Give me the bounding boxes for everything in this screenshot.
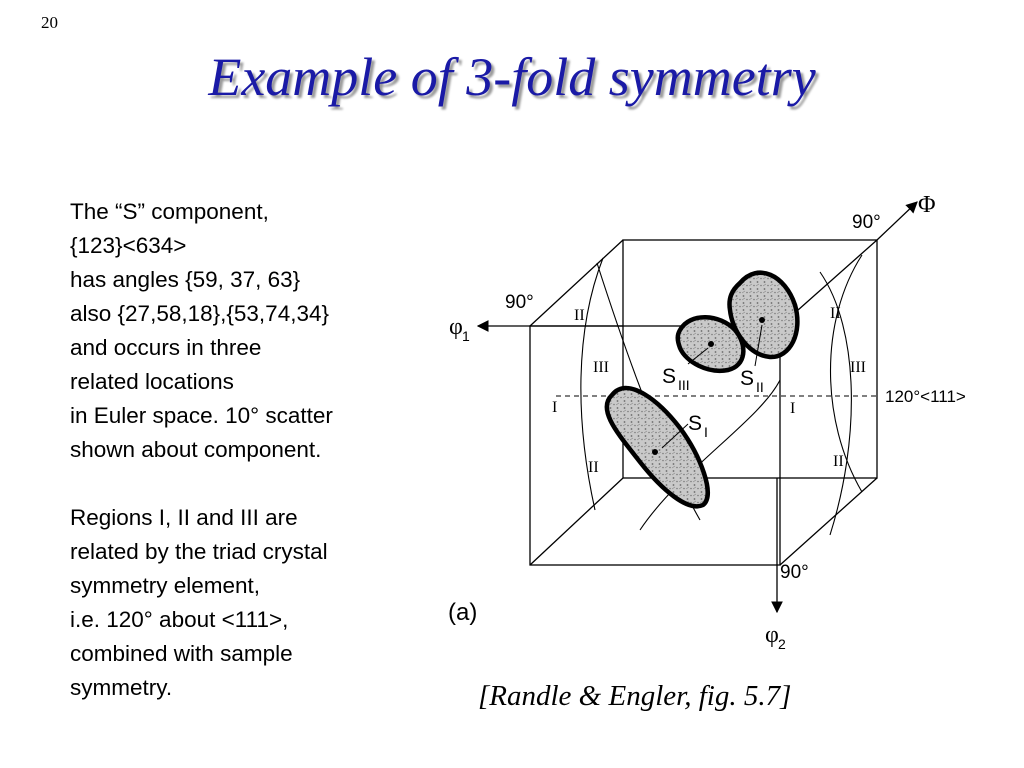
region-label: I bbox=[552, 399, 557, 416]
label-leader-lines bbox=[661, 324, 763, 449]
paragraph-gap bbox=[70, 467, 415, 501]
body-line: combined with sample bbox=[70, 641, 293, 666]
region-boundary-curve bbox=[639, 379, 781, 531]
leader-line bbox=[754, 324, 763, 367]
body-line: has angles {59, 37, 63} bbox=[70, 267, 301, 292]
region-label: II bbox=[588, 459, 599, 476]
slide-number: 20 bbox=[41, 13, 58, 32]
body-line: also {27,58,18},{53,74,34} bbox=[70, 301, 330, 326]
component-s1-subscript: I bbox=[704, 424, 708, 440]
phi1-label-group: φ 1 bbox=[449, 314, 470, 344]
citation: [Randle & Engler, fig. 5.7] bbox=[478, 680, 792, 712]
leader-line bbox=[661, 423, 689, 449]
phi1-axis-subscript: 1 bbox=[462, 328, 470, 344]
phi-axis-label: Φ bbox=[918, 192, 936, 218]
region-boundary-curve bbox=[819, 271, 852, 536]
leader-line bbox=[687, 347, 709, 365]
component-s3-label: S III bbox=[662, 365, 690, 393]
body-line: shown about component. bbox=[70, 437, 322, 462]
region-label: III bbox=[850, 359, 866, 376]
body-line: {123}<634> bbox=[70, 233, 187, 258]
region-boundary-curve bbox=[580, 257, 604, 511]
region-boundary-curve bbox=[830, 254, 863, 493]
phi1-axis-label: φ bbox=[449, 314, 463, 340]
component-s2-subscript: II bbox=[756, 379, 764, 395]
rotation-label: 120°<111> bbox=[885, 387, 966, 406]
body-text: The “S” component, {123}<634> has angles… bbox=[70, 195, 415, 705]
cube-edge bbox=[529, 239, 624, 327]
component-s3-subscript: III bbox=[678, 377, 690, 393]
component-s3-letter: S bbox=[662, 365, 676, 388]
phi-axis-arrow bbox=[876, 201, 918, 241]
region-label: III bbox=[593, 359, 609, 376]
body-line: and occurs in three bbox=[70, 335, 262, 360]
panel-label: (a) bbox=[448, 599, 477, 626]
slide-title: Example of 3-fold symmetry bbox=[208, 47, 816, 107]
component-s1-region bbox=[604, 385, 710, 509]
phi-angle-label: 90° bbox=[852, 212, 881, 233]
component-s1-letter: S bbox=[688, 412, 702, 435]
component-s2-label: S II bbox=[740, 367, 764, 395]
phi2-label-group: φ 2 bbox=[765, 622, 786, 652]
body-line: Regions I, II and III are bbox=[70, 505, 298, 530]
component-s2-region bbox=[727, 270, 800, 360]
component-s2-letter: S bbox=[740, 367, 754, 390]
region-label: II bbox=[830, 305, 841, 322]
body-line: in Euler space. 10° scatter bbox=[70, 403, 333, 428]
phi1-angle-label: 90° bbox=[505, 292, 534, 313]
phi2-angle-label: 90° bbox=[780, 562, 809, 583]
region-label: II bbox=[574, 307, 585, 324]
component-s1-label: S I bbox=[688, 412, 708, 440]
cube-edge bbox=[529, 477, 624, 566]
phi2-axis-subscript: 2 bbox=[778, 636, 786, 652]
body-line: i.e. 120° about <111>, bbox=[70, 607, 289, 632]
body-line: related by the triad crystal bbox=[70, 539, 328, 564]
cube-front-face bbox=[529, 325, 781, 566]
phi2-axis-label: φ bbox=[765, 622, 779, 648]
body-line: related locations bbox=[70, 369, 234, 394]
cube-back-face bbox=[622, 239, 878, 479]
component-s2-center bbox=[759, 317, 765, 323]
body-line: symmetry element, bbox=[70, 573, 261, 598]
cube-frame bbox=[529, 239, 878, 566]
component-s1-center bbox=[652, 449, 658, 455]
component-s3-center bbox=[708, 341, 714, 347]
region-label: II bbox=[833, 453, 844, 470]
euler-space-diagram: Φ 90° 90° 90° 120°<111> φ 1 φ 2 (a) S I … bbox=[448, 192, 966, 652]
region-label: I bbox=[790, 400, 795, 417]
cube-edge bbox=[779, 477, 878, 566]
body-line: symmetry. bbox=[70, 675, 173, 700]
body-line: The “S” component, bbox=[70, 199, 269, 224]
